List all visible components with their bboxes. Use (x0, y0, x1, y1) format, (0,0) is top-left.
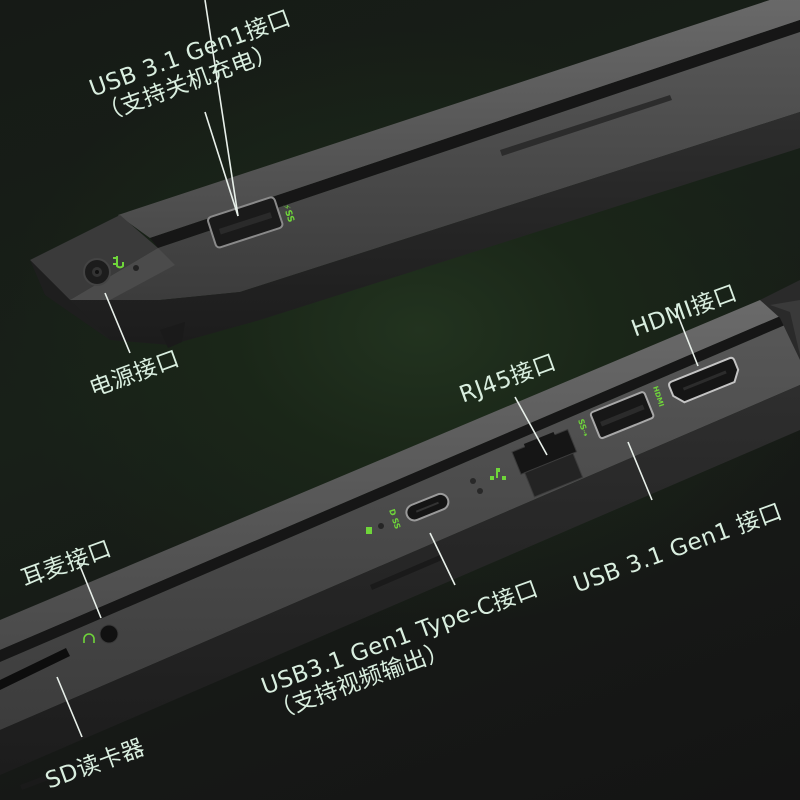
leader-line-hdmi (674, 307, 699, 367)
laptop-left-side (30, 0, 800, 348)
sd-card-slot (0, 648, 70, 690)
headset-jack (99, 624, 119, 644)
status-led-1 (470, 478, 476, 484)
network-icon (490, 468, 506, 480)
leader-line-rj45 (514, 396, 548, 456)
power-jack (83, 258, 111, 286)
status-led-3 (378, 523, 384, 529)
status-led-2 (477, 488, 483, 494)
headset-icon (83, 633, 95, 643)
hdmi-port (668, 356, 740, 404)
power-plug-icon (113, 256, 124, 269)
power-led (133, 265, 139, 271)
usb-a-port-left (207, 196, 284, 249)
display-icon (366, 527, 372, 534)
rj45-port (511, 428, 584, 498)
leader-line-sd (56, 676, 83, 738)
leader-line-power (104, 292, 131, 354)
leader-line-headset (77, 560, 102, 619)
usb-a-port-right (589, 391, 655, 440)
leader-line-typec (429, 532, 456, 586)
usb-c-port (405, 492, 450, 522)
leader-line-usb-right (627, 441, 653, 501)
leader-line-usb-top (204, 0, 239, 217)
